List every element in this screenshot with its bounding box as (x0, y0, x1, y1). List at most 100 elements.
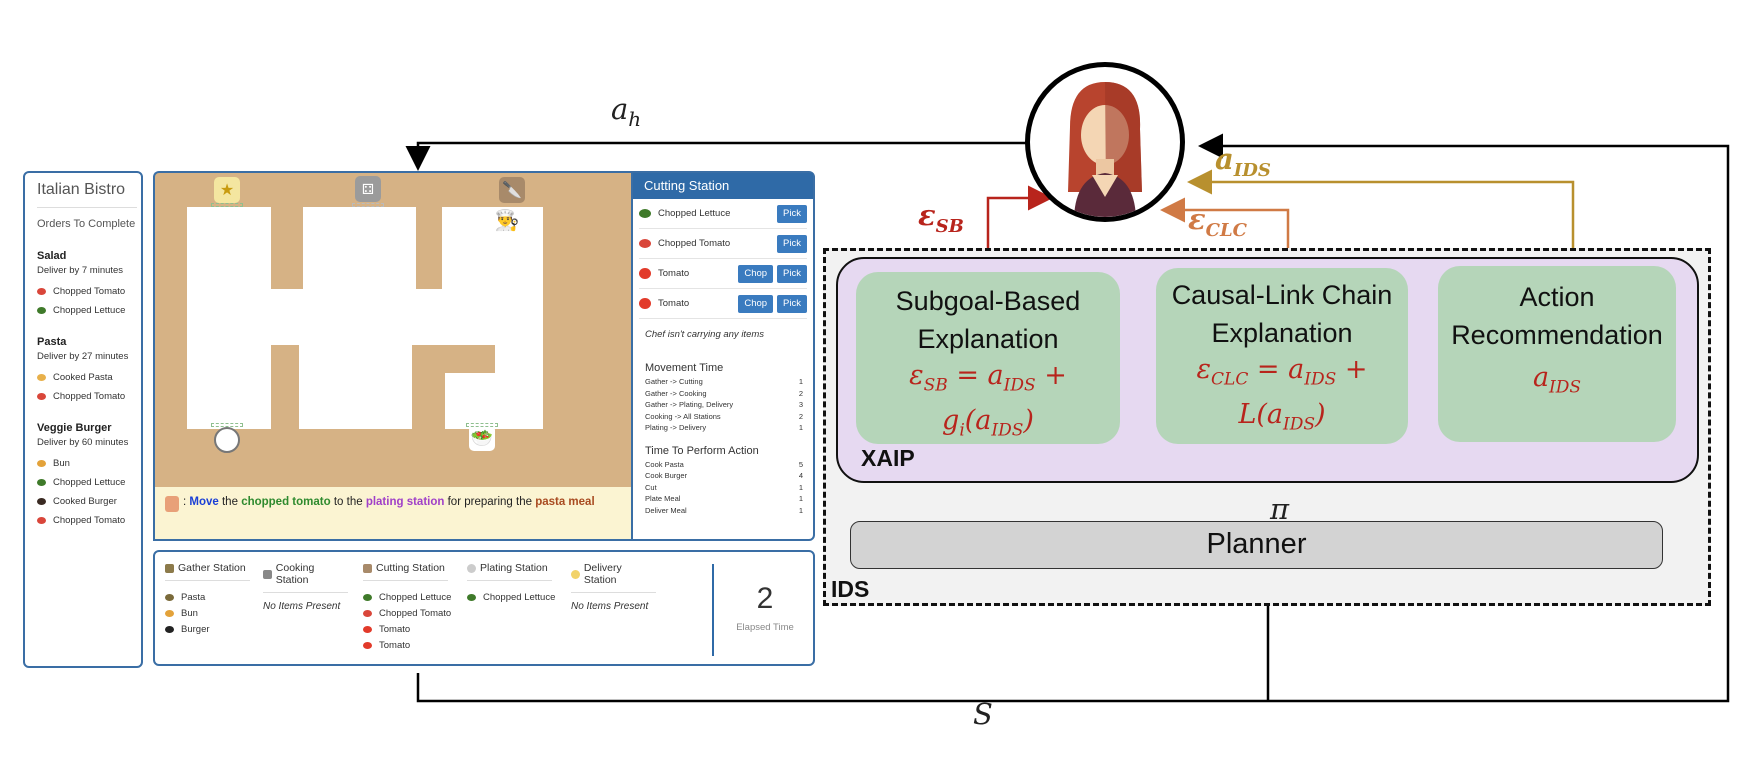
column-header: Gather Station (165, 562, 250, 581)
kv-value: 1 (798, 505, 803, 515)
order-item: Chopped Lettuce (37, 473, 141, 492)
cutting-station-panel: Cutting Station Chopped Lettuce Pick Cho… (631, 171, 815, 541)
game-board[interactable]: ★ ⚃ 🔪 👨‍🍳 🥗 : Move the chopped tomato to… (153, 171, 633, 541)
human-avatar-icon (1025, 62, 1185, 222)
kv-key: Gather -> Cooking (645, 388, 707, 398)
math-symbol: a (611, 92, 629, 126)
kv-key: Cook Burger (645, 471, 688, 480)
column-header: Delivery Station (571, 562, 656, 593)
tomato-icon (363, 625, 372, 633)
pick-button[interactable]: Pick (777, 204, 807, 223)
eq-subscript: IDS (1304, 369, 1337, 390)
bun-icon (37, 460, 46, 467)
plate-icon (467, 563, 476, 573)
eq-symbol: ) (1023, 405, 1034, 437)
lettuce-icon (363, 593, 372, 601)
pick-button[interactable]: Pick (777, 264, 807, 283)
gather-icon (165, 563, 174, 573)
star-station-icon[interactable]: ★ (214, 177, 240, 203)
msg-text: for preparing the (444, 496, 536, 508)
column-header: Cutting Station (363, 562, 448, 581)
station-item: Chopped Lettuce (363, 589, 451, 605)
floor-tile (495, 345, 543, 373)
order-item: Chopped Tomato (37, 387, 141, 406)
order-item-label: Cooked Pasta (53, 372, 113, 383)
chop-button[interactable]: Chop (738, 294, 774, 313)
order-name: Salad (37, 250, 67, 262)
kv-value: 1 (798, 482, 803, 492)
kv-value: 1 (798, 423, 803, 432)
column-title: Delivery Station (583, 562, 622, 586)
divider (37, 207, 137, 208)
sb-equation-cont: gi(aIDS) (856, 403, 1120, 448)
plate-station-icon[interactable] (214, 427, 240, 453)
item-label: Tomato (379, 623, 411, 635)
eq-symbol: ε (909, 360, 924, 391)
knife-icon (363, 563, 372, 573)
carry-status: Chef isn't carrying any items (645, 329, 765, 340)
eq-symbol: L(a (1238, 399, 1283, 431)
chef-icon: 👨‍🍳 (494, 209, 520, 232)
kv-key: Plating -> Delivery (645, 423, 707, 432)
tomato-icon (363, 641, 372, 649)
gather-station-column: Gather Station Pasta Bun Burger (165, 562, 250, 637)
column-title: Cutting Station (376, 562, 445, 574)
column-title: Cooking Station (275, 562, 315, 586)
stove-station-icon[interactable]: ⚃ (355, 176, 381, 202)
plating-station-column: Plating Station Chopped Lettuce (467, 562, 555, 605)
orders-panel: Italian Bistro Orders To Complete Salad … (23, 171, 143, 668)
card-title: Causal-Link Chain (1171, 280, 1393, 310)
math-subscript: h (628, 106, 642, 131)
pick-button[interactable]: Pick (777, 234, 807, 253)
knife-station-icon[interactable]: 🔪 (499, 177, 525, 203)
tomato-icon (37, 517, 46, 524)
kv-value: 2 (798, 388, 803, 398)
empty-note: No Items Present (571, 601, 649, 612)
station-item: Bun (165, 605, 250, 621)
order-pasta: Pasta Deliver by 27 minutes Cooked Pasta… (37, 336, 141, 406)
eq-symbol: = a (1248, 354, 1305, 385)
lettuce-icon (37, 479, 46, 486)
veggie-basket-icon[interactable]: 🥗 (469, 425, 495, 451)
subgoal-explanation-card: Subgoal-Based Explanation εSB = aIDS + g… (856, 272, 1120, 444)
burger-patty-icon (37, 498, 46, 505)
floor-tile (442, 207, 543, 345)
eq-subscript: IDS (991, 420, 1024, 441)
recommendation-label: aIDS (1215, 142, 1271, 181)
elapsed-time-label: Elapsed Time (736, 622, 794, 633)
order-item-label: Chopped Tomato (53, 515, 126, 526)
order-item-label: Cooked Burger (53, 496, 117, 507)
item-label: Chopped Lettuce (379, 591, 452, 603)
order-item-label: Chopped Lettuce (53, 305, 126, 316)
chop-button[interactable]: Chop (738, 264, 774, 283)
floor-tile (271, 289, 324, 345)
order-deadline: Deliver by 27 minutes (37, 351, 129, 362)
eq-symbol: = a (947, 360, 1004, 391)
math-subscript: IDS (1233, 159, 1271, 181)
kv-value: 2 (798, 411, 803, 421)
order-item-label: Chopped Lettuce (53, 477, 126, 488)
row-label: Chopped Tomato (658, 238, 731, 249)
clc-equation: εCLC = aIDS + (1156, 352, 1408, 397)
math-subscript: CLC (1205, 219, 1247, 241)
bun-icon (165, 609, 174, 617)
xaip-label: XAIP (861, 445, 915, 471)
action-recommendation-card: Action Recommendation aIDS (1438, 266, 1676, 442)
column-header: Plating Station (467, 562, 552, 581)
recommendation-message: : Move the chopped tomato to the plating… (155, 487, 633, 539)
item-label: Pasta (181, 591, 206, 603)
pick-button[interactable]: Pick (777, 294, 807, 313)
math-symbol: ε (918, 198, 936, 232)
stations-panel: Gather Station Pasta Bun Burger Cooking … (153, 550, 815, 666)
station-item: Burger (165, 621, 250, 637)
msg-meal: pasta meal (535, 496, 595, 508)
woman-avatar-icon (1068, 82, 1142, 217)
msg-station: plating station (365, 496, 445, 508)
order-item: Bun (37, 454, 141, 473)
human-action-label: ah (611, 92, 641, 131)
column-title: Gather Station (178, 562, 246, 574)
sb-explanation-label: εSB (918, 198, 964, 237)
